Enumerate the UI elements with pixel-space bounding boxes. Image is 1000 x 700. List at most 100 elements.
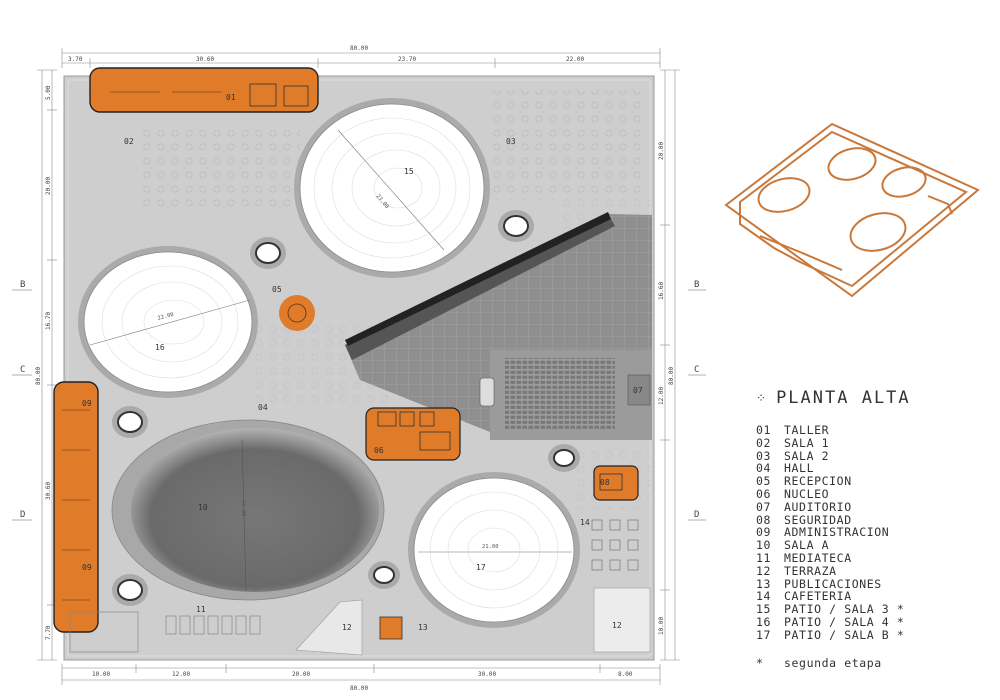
- section-markers: B B C C D D: [12, 280, 706, 521]
- dim-bottom-3: 20.00: [292, 671, 310, 678]
- dim-top-4: 22.00: [566, 56, 584, 63]
- sala-a-10: [111, 419, 385, 601]
- dim-top-3: 23.70: [398, 56, 416, 63]
- legend-item-label: SALA 2: [784, 448, 830, 463]
- room-tag-16: 16: [155, 343, 165, 352]
- room-tag-10: 10: [198, 503, 208, 512]
- section-mark-c-right: C: [694, 365, 699, 375]
- dim-top-1: 3.70: [68, 56, 83, 63]
- cafeteria-14-tables: [591, 519, 639, 571]
- legend-item-label: SEGURIDAD: [784, 512, 852, 527]
- seguridad-08: [593, 465, 639, 501]
- legend-item-label: AUDITORIO: [784, 499, 852, 514]
- room-tag-03: 03: [506, 137, 516, 146]
- taller-01: [89, 67, 319, 113]
- patio-16-dim: 22.00: [157, 312, 175, 322]
- patio-17-dim: 21.00: [482, 544, 499, 550]
- room-tag-11: 11: [196, 605, 206, 614]
- legend-item: 08 SEGURIDAD: [756, 512, 992, 527]
- legend-item-number: 14: [756, 589, 772, 604]
- room-tag-09-bottom: 09: [82, 563, 92, 572]
- dim-right-total: 80.00: [668, 367, 675, 385]
- room-tag-14: 14: [580, 518, 590, 527]
- legend-item: 06 NUCLEO: [756, 488, 992, 501]
- legend-item-label: ADMINISTRACION: [784, 525, 890, 540]
- legend-item-number: 06: [756, 486, 772, 501]
- dim-right-2: 16.60: [658, 282, 665, 300]
- room-tag-07: 07: [633, 386, 643, 395]
- dim-right-3: 12.00: [658, 387, 665, 405]
- legend-item-number: 08: [756, 512, 772, 527]
- legend-item-label: PATIO / SALA 3 *: [784, 602, 905, 617]
- dim-bottom-5: 8.00: [618, 671, 633, 678]
- dim-left-5: 7.70: [45, 625, 52, 640]
- legend-item-label: CAFETERIA: [784, 589, 852, 604]
- room-tag-17: 17: [476, 563, 486, 572]
- patio-16: [78, 246, 258, 398]
- dim-top-total: 80.00: [350, 45, 368, 52]
- legend-header: ⁘ PLANTA ALTA: [756, 388, 992, 408]
- dim-left-1: 5.00: [45, 85, 52, 100]
- room-tag-12-west: 12: [342, 623, 352, 632]
- section-mark-c-left: C: [20, 365, 25, 375]
- legend-item-number: 05: [756, 474, 772, 489]
- room-tag-02: 02: [124, 137, 134, 146]
- section-mark-b-right: B: [694, 280, 699, 290]
- room-tag-08: 08: [600, 478, 610, 487]
- legend-item-label: TALLER: [784, 423, 830, 437]
- room-tag-06: 06: [374, 446, 384, 455]
- legend-item-number: 10: [756, 538, 772, 553]
- legend-item-label: SALA A: [784, 538, 830, 553]
- legend-item: 01 TALLER: [756, 424, 992, 437]
- legend-note-text: segunda etapa: [784, 655, 882, 670]
- publicaciones-13-desk: [379, 616, 403, 640]
- room-tag-12-east: 12: [612, 621, 622, 630]
- dim-bottom-4: 30.00: [478, 671, 496, 678]
- legend-item-label: HALL: [784, 461, 815, 476]
- dim-left-2: 20.00: [45, 177, 52, 195]
- dim-bottom-total: 80.00: [350, 685, 368, 692]
- room-tag-13: 13: [418, 623, 428, 632]
- dim-right-4: 10.00: [658, 617, 665, 635]
- legend-item-number: 11: [756, 550, 772, 565]
- section-mark-d-right: D: [694, 510, 699, 520]
- column-field-sala-1: [140, 130, 300, 210]
- legend-item: 11 MEDIATECA: [756, 552, 992, 565]
- terraza-12: [295, 599, 363, 656]
- column-field-sala-2: [490, 90, 640, 200]
- legend-item-number: 16: [756, 614, 772, 629]
- dim-bottom-1: 10.00: [92, 671, 110, 678]
- legend-item-number: 12: [756, 563, 772, 578]
- dim-bottom-2: 12.00: [172, 671, 190, 678]
- legend-item-label: PATIO / SALA B *: [784, 627, 905, 642]
- legend-item-number: 03: [756, 448, 772, 463]
- legend-item: 09 ADMINISTRACION: [756, 526, 992, 539]
- legend-item: 07 AUDITORIO: [756, 499, 992, 514]
- legend-item-number: 07: [756, 499, 772, 514]
- dim-top-2: 30.60: [196, 56, 214, 63]
- legend-item: 14 CAFETERIA: [756, 590, 992, 603]
- room-tag-01: 01: [226, 93, 236, 102]
- mediateca-11-furniture: [69, 611, 261, 653]
- room-tags: 01 02 03 04 05 06 07 08 09 09 10 11 12 1…: [82, 93, 643, 632]
- legend-item-number: 09: [756, 525, 772, 540]
- dim-left-4: 30.60: [45, 482, 52, 500]
- legend-note: *segunda etapa: [756, 656, 992, 670]
- section-mark-d-left: D: [20, 510, 25, 520]
- administracion-09: [53, 381, 99, 633]
- patio-17: [408, 472, 580, 628]
- legend-item-number: 15: [756, 602, 772, 617]
- legend-item-number: 01: [756, 423, 772, 437]
- legend-item-label: MEDIATECA: [784, 550, 852, 565]
- axonometric-diagram: [724, 122, 980, 298]
- legend-item-label: NUCLEO: [784, 486, 830, 501]
